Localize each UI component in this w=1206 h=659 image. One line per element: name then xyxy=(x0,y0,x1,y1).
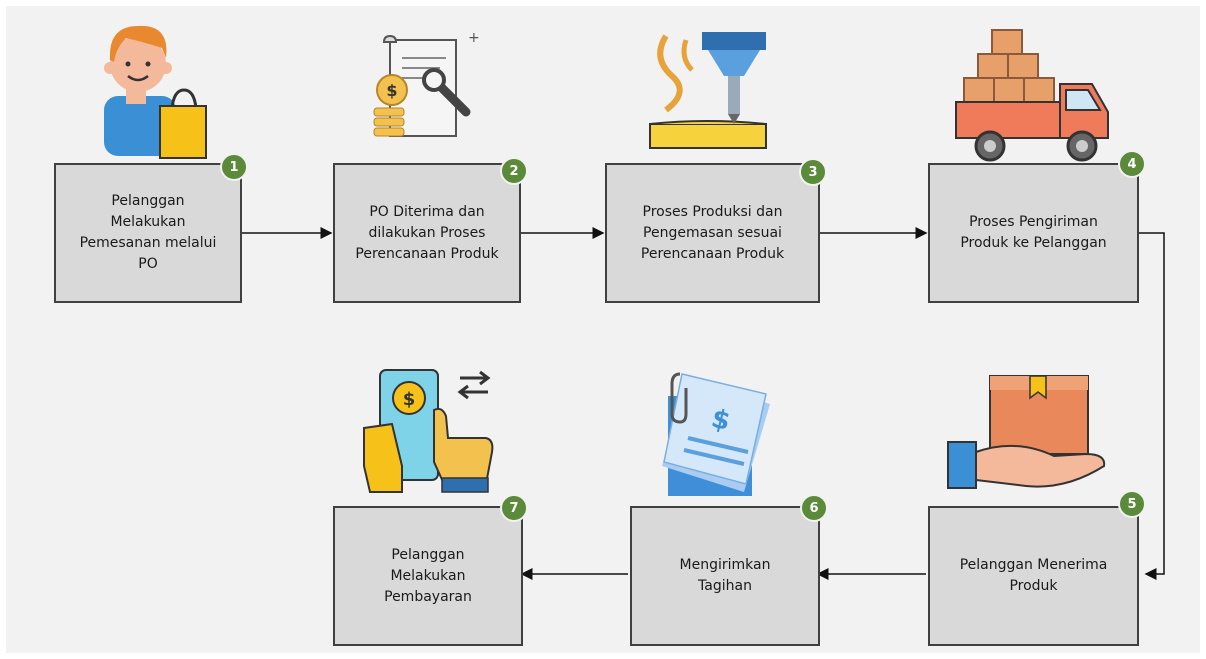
svg-text:+: + xyxy=(468,30,480,46)
step-number-badge-6: 6 xyxy=(800,494,828,522)
step-label-1: Pelanggan Melakukan Pemesanan melalui PO xyxy=(79,193,217,272)
delivery-truck-icon xyxy=(955,29,1109,162)
arrow-4-to-5 xyxy=(1138,232,1165,580)
process-flow-diagram: $ + $ xyxy=(6,6,1200,653)
flow-connectors xyxy=(240,227,1165,580)
step-label-2: PO Diterima dan dilakukan Proses Perenca… xyxy=(355,203,499,262)
cnc-milling-icon xyxy=(649,32,767,149)
step-label-7: Pelanggan Melakukan Pembayaran xyxy=(384,546,472,605)
step-box-3: Proses Produksi dan Pengemasan sesuai Pe… xyxy=(605,163,820,303)
step-box-4: Proses Pengiriman Produk ke Pelanggan xyxy=(928,163,1139,303)
document-coins-wrench-icon: $ + xyxy=(373,30,480,137)
step-number-badge-2: 2 xyxy=(500,157,528,185)
step-number-badge-5: 5 xyxy=(1118,490,1146,518)
step-box-7: Pelanggan Melakukan Pembayaran xyxy=(333,506,523,646)
hand-receiving-box-icon xyxy=(947,375,1106,489)
mobile-payment-icon: $ xyxy=(363,369,494,493)
step-box-2: PO Diterima dan dilakukan Proses Perenca… xyxy=(333,163,521,303)
step-number-badge-3: 3 xyxy=(799,158,827,186)
step-box-5: Pelanggan Menerima Produk xyxy=(928,506,1139,646)
svg-text:$: $ xyxy=(386,81,397,100)
svg-text:$: $ xyxy=(403,389,416,410)
step-label-4: Proses Pengiriman Produk ke Pelanggan xyxy=(960,214,1107,251)
step-number-badge-7: 7 xyxy=(500,494,528,522)
customer-shopping-icon xyxy=(104,25,207,159)
step-label-3: Proses Produksi dan Pengemasan sesuai Pe… xyxy=(640,203,785,262)
invoice-icon: $ xyxy=(662,372,770,496)
step-number-badge-1: 1 xyxy=(220,153,248,181)
step-number-badge-4: 4 xyxy=(1118,150,1146,178)
step-box-6: Mengirimkan Tagihan xyxy=(630,506,820,646)
step-label-6: Mengirimkan Tagihan xyxy=(679,557,771,594)
step-label-5: Pelanggan Menerima Produk xyxy=(959,557,1108,594)
step-box-1: Pelanggan Melakukan Pemesanan melalui PO xyxy=(54,163,242,303)
